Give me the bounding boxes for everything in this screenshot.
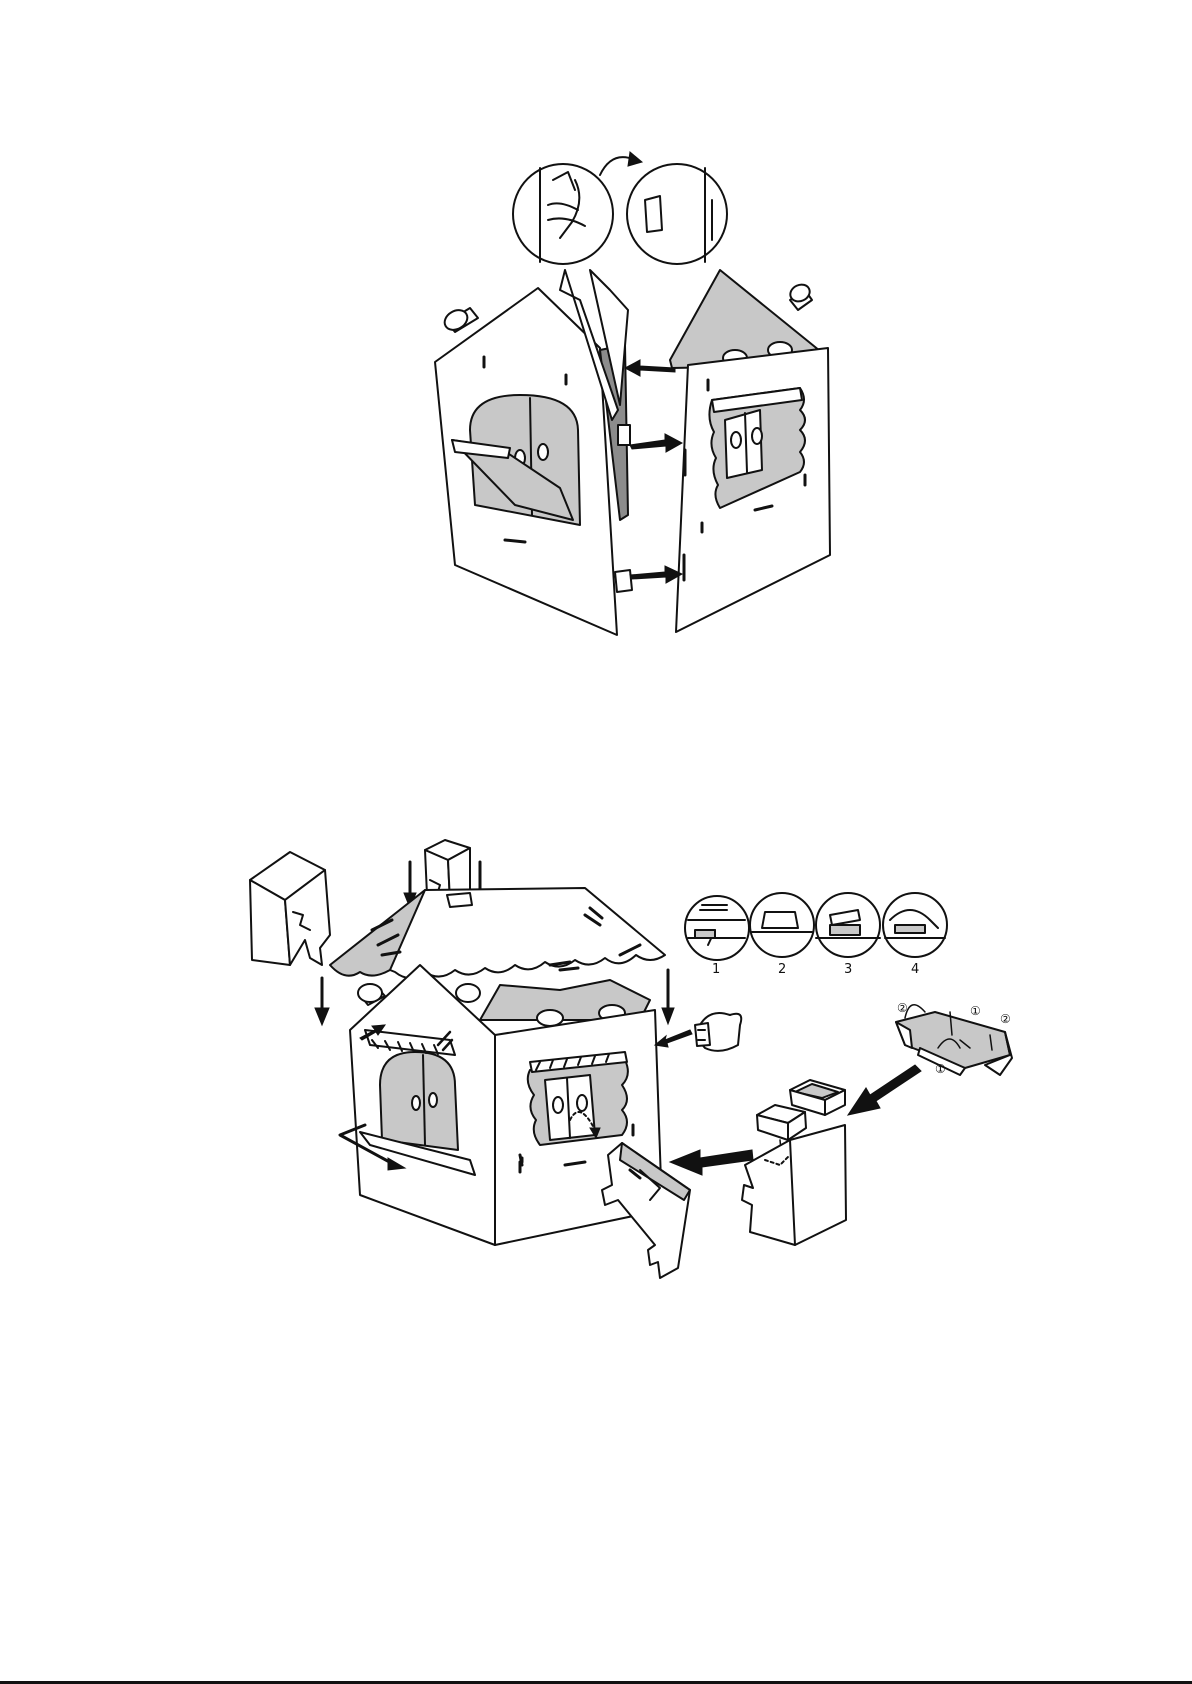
step-label-2: 2	[778, 962, 786, 977]
detail-circle-insert	[513, 164, 613, 264]
curved-arrowhead	[628, 152, 642, 166]
detail-circle-locked	[627, 164, 727, 264]
fold-mark-1b: ①	[935, 1062, 946, 1076]
arrow-tray-to-table	[848, 1065, 921, 1115]
arrow-table-to-door	[670, 1150, 753, 1175]
right-wall-panel	[670, 270, 830, 632]
table-assembly	[742, 1080, 846, 1245]
fold-mark-2a: ②	[897, 1001, 908, 1015]
folding-tray: ② ① ② ①	[896, 1001, 1012, 1076]
fold-mark-1a: ①	[970, 1004, 981, 1018]
arrow-down-left	[315, 978, 329, 1025]
step-label-3: 3	[844, 962, 852, 977]
chimney-part-left	[250, 852, 330, 965]
house-body	[340, 965, 662, 1245]
figure-1-wall-joining	[435, 152, 830, 635]
left-wall-panel	[435, 288, 632, 635]
step-label-4: 4	[911, 962, 919, 977]
figure-2-house-assembly: 1 2 3 4 ② ① ② ①	[250, 840, 1012, 1278]
fold-mark-2b: ②	[1000, 1012, 1011, 1026]
step-circles: 1 2 3 4	[685, 893, 947, 977]
step-label-1: 1	[712, 962, 720, 977]
insertion-arrows	[625, 360, 682, 583]
